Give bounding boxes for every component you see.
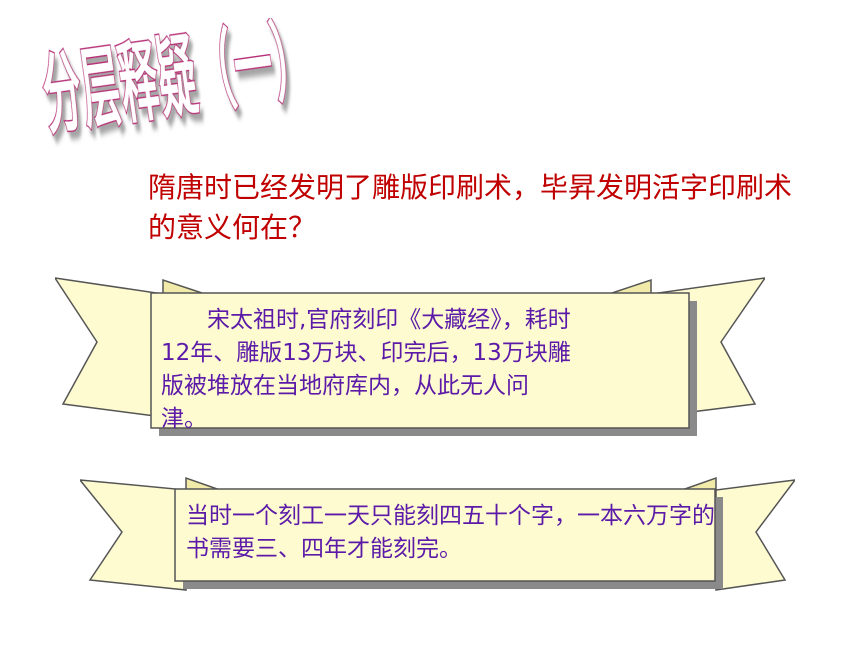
question-text: 隋唐时已经发明了雕版印刷术，毕昇发明活字印刷术的意义何在？ <box>148 171 793 244</box>
banner-2-text: 当时一个刻工一天只能刻四五十个字，一本六万字的书需要三、四年才能刻完。 <box>186 503 715 562</box>
banner-1-text-content: 宋太祖时,官府刻印《大藏经》，耗时12年、雕版13万块、印完后，13万块雕版被堆… <box>161 307 571 432</box>
slide-title-text: 分层释疑（一） <box>40 18 318 147</box>
ribbon-shape-1 <box>55 277 765 436</box>
banner-1-text: 宋太祖时,官府刻印《大藏经》，耗时12年、雕版13万块、印完后，13万块雕版被堆… <box>161 304 573 436</box>
slide-title: 分层释疑（一） <box>40 18 319 148</box>
ribbon-banner-2: 当时一个刻工一天只能刻四五十个字，一本六万字的书需要三、四年才能刻完。 <box>80 472 795 607</box>
ribbon-shape-2 <box>80 476 795 591</box>
ribbon-banner-1: 宋太祖时,官府刻印《大藏经》，耗时12年、雕版13万块、印完后，13万块雕版被堆… <box>55 272 765 447</box>
